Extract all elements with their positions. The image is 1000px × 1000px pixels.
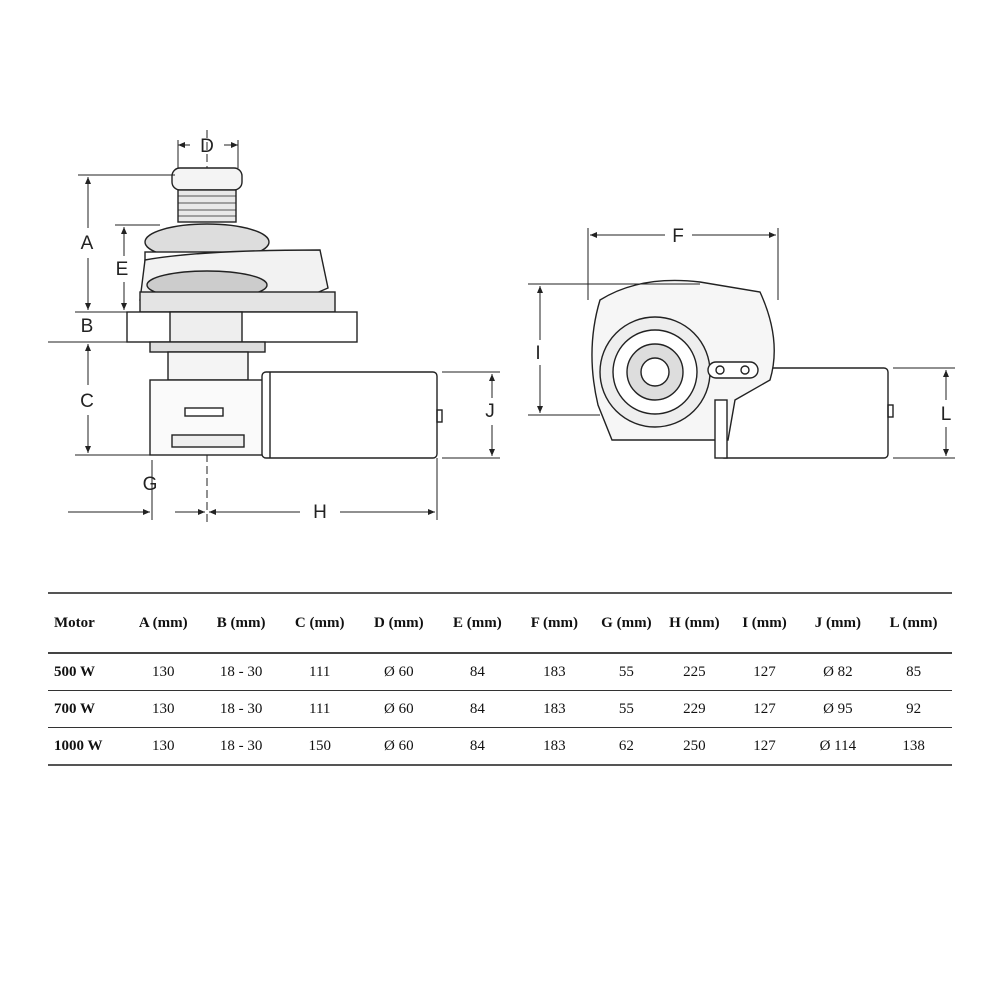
front-view: F I L (528, 226, 955, 459)
table-cell: 62 (618, 737, 634, 754)
dim-label-f: F (672, 226, 684, 247)
column-header: A (mm) (124, 593, 203, 654)
column-header: J (mm) (800, 593, 876, 654)
table-cell: 183 (516, 653, 593, 691)
column-header: Motor (48, 593, 125, 654)
table-cell: 84 (438, 653, 517, 691)
table-cell: 130 (151, 737, 175, 754)
dim-label-i: I (535, 343, 540, 364)
table-cell: 18 - 30 (202, 653, 281, 691)
table-cell: 183 (543, 737, 566, 754)
dim-label-e: E (116, 259, 129, 280)
dim-label-c: C (80, 391, 94, 412)
table-cell: Ø 60 (359, 690, 439, 728)
table-cell: 130 (124, 690, 203, 728)
table-cell: Ø 114 (819, 737, 857, 754)
table-cell: 225 (660, 653, 729, 691)
table-cell: 127 (753, 737, 776, 754)
table-cell: 111 (280, 653, 360, 691)
table-cell: Ø 60 (384, 737, 414, 754)
table-cell: 92 (875, 690, 952, 728)
table-cell: Ø 60 (359, 653, 439, 691)
table-cell: 111 (280, 690, 360, 728)
table-cell: Ø 82 (800, 653, 876, 691)
table-cell: 18 - 30 (202, 690, 281, 728)
dim-label-j: J (485, 401, 495, 422)
technical-drawing: D A E B C J G H F I L (48, 130, 955, 523)
column-header: E (mm) (438, 593, 517, 654)
table-cell: 250 (683, 737, 706, 754)
side-view: D A E B C J G H (48, 130, 500, 523)
table-cell: 127 (728, 690, 801, 728)
dim-label-d: D (200, 136, 214, 157)
table-cell: 138 (902, 737, 925, 754)
dim-label-b: B (81, 316, 94, 337)
table-cell: 183 (516, 690, 593, 728)
table-cell: 127 (728, 653, 801, 691)
column-header: G (mm) (592, 593, 661, 654)
column-header: I (mm) (728, 593, 801, 654)
column-header: L (mm) (875, 593, 952, 654)
table-cell: Ø 95 (800, 690, 876, 728)
table-cell: 84 (438, 690, 517, 728)
dim-label-l: L (941, 404, 952, 425)
dim-label-g: G (143, 474, 158, 495)
table-cell: 700 W (48, 690, 125, 728)
column-header: F (mm) (516, 593, 593, 654)
motor (261, 371, 438, 459)
table-cell: 1000 W (54, 737, 103, 754)
table-cell: 85 (875, 653, 952, 691)
column-header: D (mm) (359, 593, 439, 654)
column-header: C (mm) (280, 593, 360, 654)
table-cell: 500 W (48, 653, 125, 691)
table-cell: 84 (469, 737, 485, 754)
table-row: 1000 W 130 18 - 30 150 Ø 60 84 183 62 250 127 Ø 11… (48, 728, 952, 766)
column-header: B (mm) (202, 593, 281, 654)
table-cell: 55 (592, 653, 661, 691)
column-header: H (mm) (660, 593, 729, 654)
table-cell: 18 - 30 (219, 737, 263, 754)
table-cell: 130 (124, 653, 203, 691)
dim-label-a: A (81, 233, 94, 254)
table-cell: 150 (308, 737, 331, 754)
table-cell: 55 (592, 690, 661, 728)
dim-label-h: H (313, 502, 327, 523)
table-cell: 229 (660, 690, 729, 728)
